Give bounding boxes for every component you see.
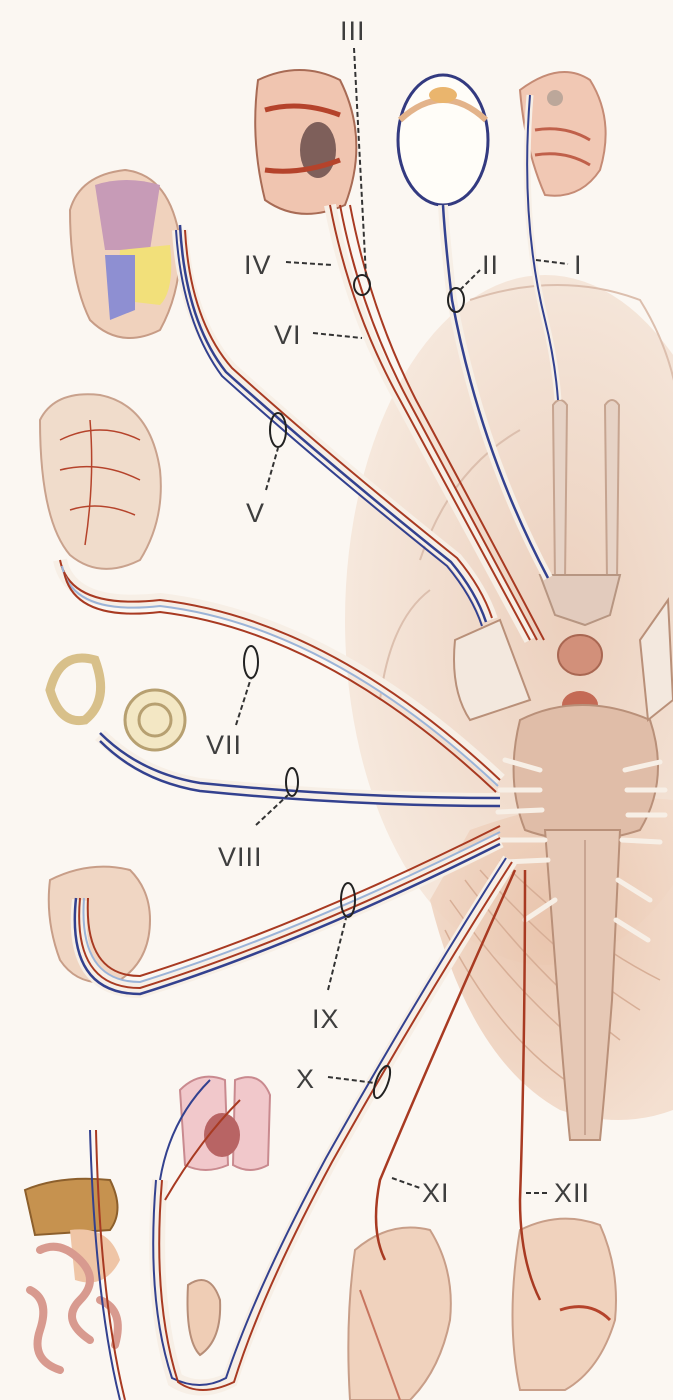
label-I: I xyxy=(574,250,583,280)
label-VIII: VIII xyxy=(218,842,263,872)
tongue-target xyxy=(513,1219,617,1390)
label-II: II xyxy=(482,250,499,280)
facial-expression-target xyxy=(40,394,161,569)
trigeminal-face-target xyxy=(70,170,180,338)
eyeball-target xyxy=(398,75,488,205)
orbit-target xyxy=(255,70,356,214)
pituitary xyxy=(558,635,602,675)
label-IX: IX xyxy=(312,1004,340,1034)
abdomen-target xyxy=(25,1179,120,1370)
ring-VII xyxy=(244,646,258,678)
label-V: V xyxy=(246,498,265,528)
label-X: X xyxy=(296,1064,315,1094)
label-XII: XII xyxy=(554,1178,590,1208)
label-XI: XI xyxy=(422,1178,450,1208)
label-III: III xyxy=(340,16,366,46)
neck-target xyxy=(348,1228,451,1400)
nose-target xyxy=(520,72,606,196)
olfactory-bulb-right xyxy=(605,400,619,580)
label-VI: VI xyxy=(274,320,302,350)
ear-target xyxy=(188,1280,221,1355)
olfactory-bulb-left xyxy=(553,400,567,580)
pons xyxy=(514,705,658,840)
label-VII: VII xyxy=(206,730,242,760)
label-IV: IV xyxy=(244,250,272,280)
inner-ear-target xyxy=(50,658,185,750)
